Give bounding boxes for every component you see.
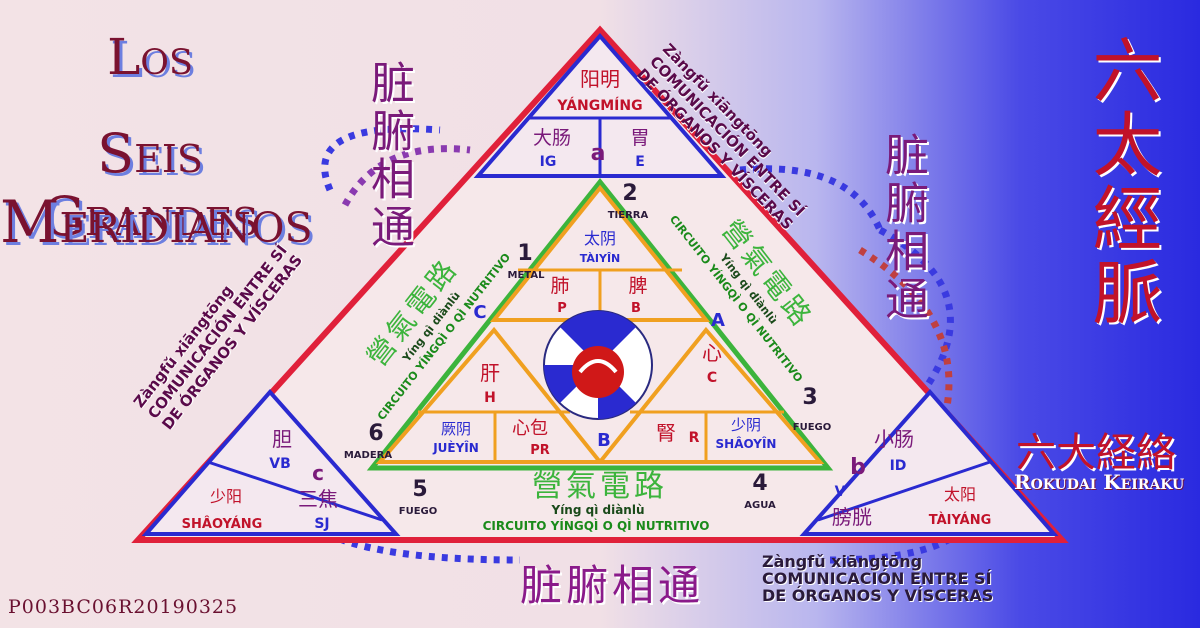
right-mid-cn: 膀胱 (832, 505, 872, 529)
inner-right-pair-cn: 腎 (656, 421, 676, 445)
right-top-cn: 小肠 (874, 427, 914, 451)
rokudai-cn: 六大経絡 (1016, 430, 1176, 476)
vertex-c: C (473, 302, 486, 323)
right-triangle (799, 388, 1059, 536)
circuit-bottom-cn: 營氣電路 (532, 469, 668, 504)
right-name-cn: 太阳 (944, 485, 976, 504)
rokudai-lat: Rokudai Keiraku (1014, 470, 1185, 494)
inner-right-pair-code: R (689, 430, 700, 446)
zangfu-vertical-left: 脏腑相通 (363, 60, 414, 252)
inner-left-pair-cn: 心包 (512, 418, 548, 439)
document-code: P003BC06R20190325 (8, 596, 239, 618)
top-left-code: IG (540, 154, 557, 170)
left-name-py: SHÂOYÁNG (182, 516, 263, 532)
right-top-code: ID (890, 458, 907, 474)
left-top-code: VB (269, 456, 291, 472)
element-6-label: MADERA (344, 450, 393, 461)
element-3-label: FUEGO (793, 422, 832, 433)
inner-left-name-py: JUÈYÎN (432, 440, 479, 455)
vertex-a: A (711, 310, 725, 331)
inner-green-triangle (366, 177, 834, 471)
title-line-2: Seis Grandes (41, 122, 259, 248)
element-2-label: TIERRA (608, 210, 649, 221)
element-1-num: 1 (517, 241, 532, 266)
inner-top-right-code: B (631, 301, 641, 316)
inner-top-name-cn: 太阴 (584, 229, 616, 248)
zangfu-bottom-pinyin: Zàngfǔ xiāngtōng (762, 552, 923, 571)
element-3-num: 3 (802, 385, 817, 410)
liu-tai-jing-mai-title: 六太經脈 (1081, 34, 1163, 330)
left-top-cn: 胆 (272, 427, 292, 451)
element-6-num: 6 (368, 421, 383, 446)
left-letter: c (312, 461, 324, 485)
element-4-num: 4 (752, 471, 767, 496)
top-left-cn: 大肠 (533, 127, 571, 149)
element-5-num: 5 (412, 477, 427, 502)
circuit-bottom-caption: CIRCUITO YÍNGQÌ O QÌ NUTRITIVO (483, 518, 710, 533)
inner-right-top-code: C (707, 370, 717, 386)
inner-top-left-code: P (557, 301, 567, 316)
inner-left-top-code: H (484, 390, 496, 406)
right-name-py: TÀIYÁNG (929, 512, 992, 528)
element-2-num: 2 (622, 181, 637, 206)
element-1-label: METAL (508, 270, 546, 281)
title-line-1: Los (107, 28, 193, 86)
right-letter: b (850, 455, 866, 480)
inner-left-top-cn: 肝 (480, 361, 500, 385)
inner-left-triangle (375, 326, 605, 464)
inner-top-left-cn: 肺 (550, 275, 569, 297)
inner-right-triangle (595, 326, 825, 464)
inner-top-right-cn: 脾 (628, 275, 647, 297)
top-right-code: E (635, 154, 645, 170)
zangfu-bottom-line2: DE ÓRGANOS Y VÍSCERAS (762, 586, 994, 605)
zangfu-vertical-right: 脏腑相通 (877, 132, 928, 324)
circuit-bottom-py: Yíng qì diànlù (551, 503, 645, 517)
top-right-cn: 胃 (630, 127, 649, 149)
element-5-label: FUEGO (399, 506, 438, 517)
inner-left-name-cn: 厥阴 (441, 420, 471, 438)
inner-right-top-cn: 心 (702, 341, 722, 365)
top-name-cn: 阳明 (580, 67, 620, 91)
inner-right-name-py: SHÂOYÎN (716, 436, 777, 451)
right-mid-code: V (835, 484, 846, 500)
center-logo-icon (543, 310, 653, 420)
left-mid-code: SJ (314, 516, 329, 532)
inner-top-name-py: TÀIYÎN (580, 252, 621, 265)
inner-right-name-cn: 少阴 (731, 416, 761, 434)
element-4-label: AGUA (744, 500, 776, 511)
vertex-b: B (597, 430, 611, 451)
zangfu-bottom-line1: COMUNICACIÓN ENTRE SÍ (762, 569, 992, 588)
top-letter: a (591, 141, 606, 166)
top-name-py: YÁNGMÍNG (556, 97, 642, 114)
title-line-3: Meridianos (0, 188, 313, 256)
left-mid-cn: 三焦 (298, 487, 338, 511)
left-name-cn: 少阳 (210, 487, 242, 506)
zangfu-bottom-cn: 脏腑相通 (520, 561, 705, 610)
inner-left-pair-code: PR (530, 443, 550, 458)
